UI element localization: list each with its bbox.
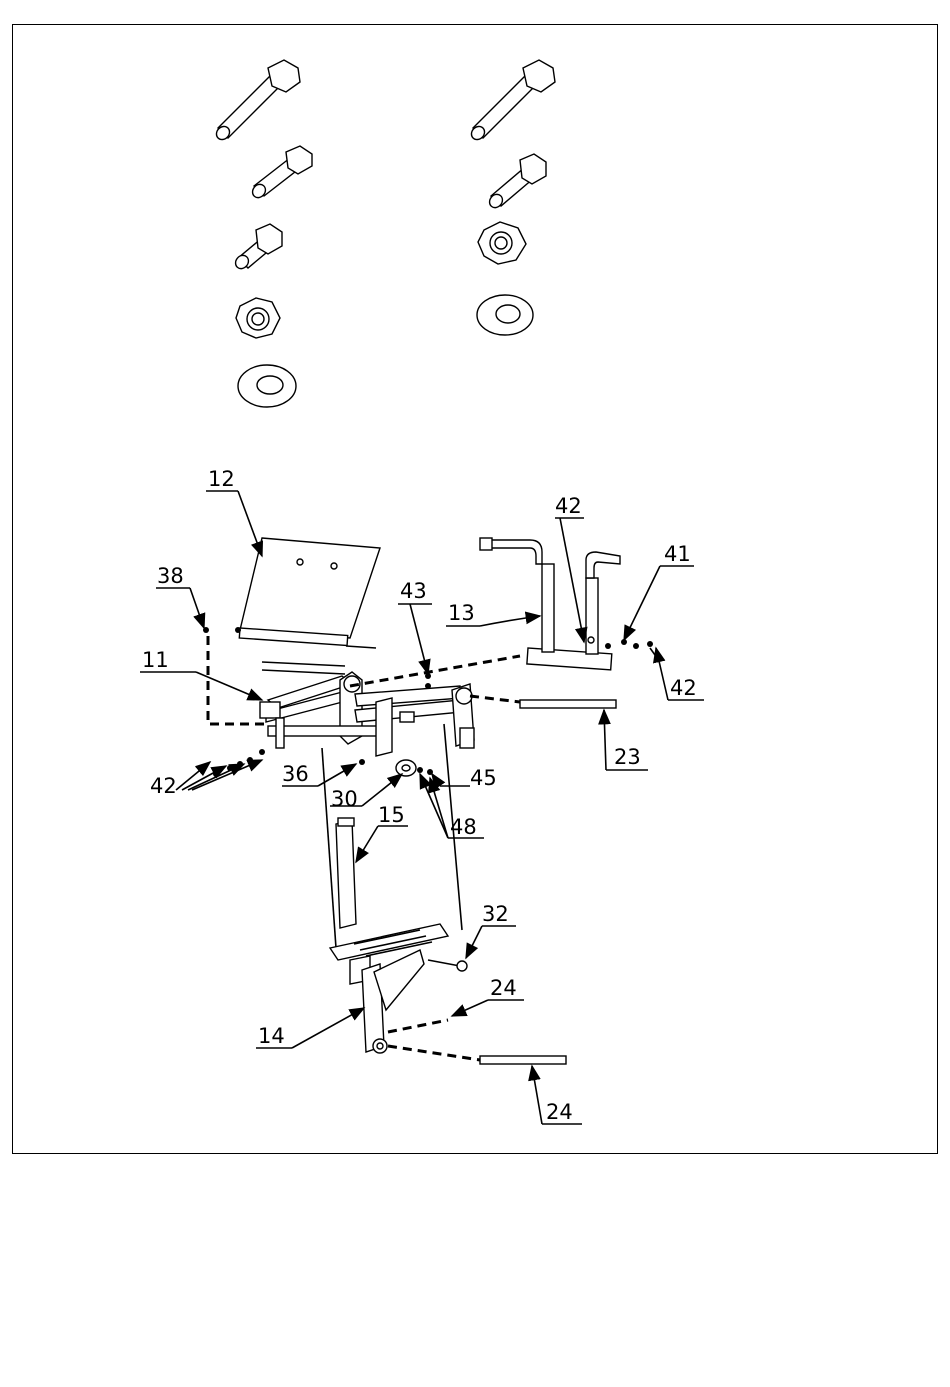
part-32-pin [428, 960, 467, 971]
label-48: 48 [450, 815, 477, 839]
part-24-axle [480, 1056, 566, 1064]
label-32: 32 [482, 902, 509, 926]
label-24-lower: 24 [546, 1100, 573, 1124]
label-12: 12 [208, 467, 235, 491]
label-42-right: 42 [670, 676, 697, 700]
label-41: 41 [664, 542, 691, 566]
label-38: 38 [157, 564, 184, 588]
nut-left [236, 298, 280, 338]
label-13: 13 [448, 601, 475, 625]
part-13-handles [480, 538, 620, 670]
long-bolt-left [214, 60, 300, 142]
medium-bolt-left [250, 146, 312, 200]
label-11: 11 [142, 648, 169, 672]
label-30: 30 [331, 787, 358, 811]
label-45: 45 [470, 766, 497, 790]
part-23-rod [520, 700, 616, 708]
label-36: 36 [282, 762, 309, 786]
label-42-left: 42 [150, 774, 177, 798]
long-bolt-right [469, 60, 555, 142]
part-30-bushing [396, 760, 416, 776]
part-14-footrest [330, 924, 448, 1053]
medium-bolt-right [487, 154, 546, 210]
label-42-top: 42 [555, 494, 582, 518]
washer-right [477, 295, 533, 335]
label-24-upper: 24 [490, 976, 517, 1000]
nut-right [478, 222, 526, 264]
part-12-plate [239, 538, 380, 648]
label-23: 23 [614, 745, 641, 769]
part-11-main-frame [260, 662, 474, 756]
washer-left [238, 365, 296, 407]
label-14: 14 [258, 1024, 285, 1048]
part-15-post [336, 818, 356, 928]
short-bolt-left [233, 224, 282, 271]
label-15: 15 [378, 803, 405, 827]
label-43: 43 [400, 579, 427, 603]
